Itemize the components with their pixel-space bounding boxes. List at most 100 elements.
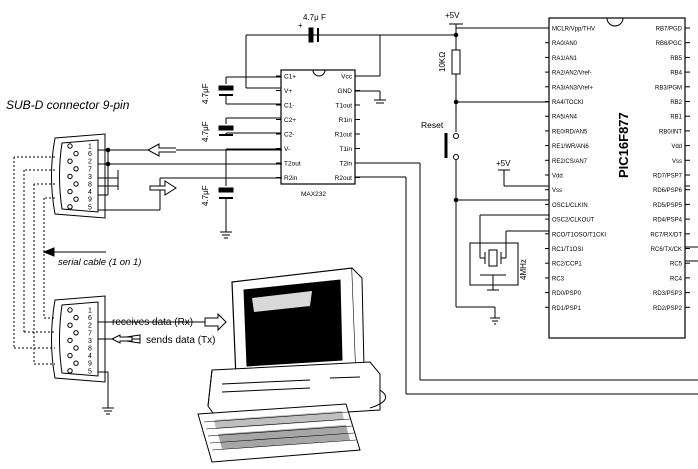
pic-left-pin-label: RC1/T1OSI	[552, 247, 583, 253]
db9-pin	[73, 181, 79, 187]
max232-left-pin-label: V-	[284, 146, 290, 153]
db9-pin	[67, 188, 73, 195]
max232-right-pin-label: R1out	[335, 132, 353, 139]
pic-right-pin-label: RC7/RX/DT	[650, 232, 682, 238]
subd-label: SUB-D connector 9-pin	[6, 98, 130, 112]
max232-right-pin-label: T1out	[335, 103, 352, 110]
pic-left-pin-label: RA1/AN1	[552, 56, 578, 62]
max232-left-pin-label: V+	[284, 88, 292, 95]
db9-pin-label: 8	[88, 346, 92, 353]
pic-left-pin-label: RD0/PSP0	[552, 291, 582, 297]
db9-pin	[73, 314, 79, 321]
pic-right-pins: RB7/PGDRB6/PGCRB5RB4RB3/PGMRB2RB1RB0/INT…	[650, 27, 690, 312]
pic-left-pin-label: RA2/AN2/Vref-	[552, 71, 591, 77]
serial-cable-arrow	[42, 247, 106, 257]
resistor-label: 10KΩ	[438, 52, 447, 72]
max232-right-pin-label: GND	[338, 88, 353, 95]
pic-right-pin-label: RB3/PGM	[655, 85, 682, 91]
pic-left-pin-label: RE0/RD/AN5	[552, 129, 588, 135]
db9-pin-label: 6	[88, 151, 92, 158]
max232-right-pin-label: Vcc	[341, 74, 353, 81]
computer	[197, 267, 387, 463]
max232-left-pin-label: C1+	[284, 74, 296, 81]
pic-right-pin-label: RB7/PGD	[656, 27, 683, 33]
pic-right-pin-label: RC5	[670, 262, 683, 268]
db9-pin	[73, 345, 79, 351]
max232-right-pin-label: T2in	[339, 161, 352, 168]
serial-cable	[13, 156, 55, 365]
db9-pin-label: 6	[88, 315, 92, 322]
pic-right-pin-label: RB6/PGC	[656, 41, 683, 47]
pic-left-pin-label: RC3	[552, 276, 565, 282]
db9-pin-label: 2	[88, 159, 92, 166]
max232-name: MAX232	[301, 191, 326, 198]
cap-1-label: 4.7μF	[201, 83, 210, 104]
max232-right-pin-label: R1in	[339, 117, 353, 124]
pic-right-pin-label: RB4	[670, 71, 682, 77]
db9-pin-label: 9	[88, 361, 92, 368]
db9-pin	[73, 196, 79, 202]
db9-pin	[67, 322, 73, 328]
sends-label: sends data (Tx)	[146, 335, 215, 346]
max232-left-pin-label: T2out	[284, 161, 301, 168]
pic-right-pin-label: RB5	[670, 56, 682, 62]
db9-pin	[67, 352, 73, 359]
pic-right-pin-label: RD2/PSP2	[653, 306, 683, 312]
db9-pin	[73, 360, 79, 366]
pic-left-pin-label: MCLR/Vpp/THV	[552, 27, 595, 33]
db9-pin-label: 1	[88, 308, 92, 315]
max232-left-pin-label: C2-	[284, 132, 294, 139]
max232-caps: 4.7μ F + 4.7μF 4.7μF 4.7μF	[201, 13, 386, 239]
db9-pin-label: 4	[88, 189, 92, 196]
pic-right-pin-label: RB2	[670, 100, 682, 106]
pic-left-pin-label: RCO/T1OSO/T1CKI	[552, 232, 606, 238]
db9-pin-label: 7	[88, 166, 92, 173]
crystal-label: 4MHz	[519, 259, 528, 280]
db9-pin-label: 4	[88, 353, 92, 360]
pic-left-pin-label: RA3/AN3/Vref+	[552, 85, 593, 91]
pic-left-pin-label: RC2/CCP1	[552, 262, 582, 268]
max232-left-pin-label: R2in	[284, 175, 298, 182]
pic-name: PIC16F877	[616, 112, 631, 178]
receives-label: receives data (Rx)	[112, 317, 193, 328]
pic-left-pin-label: RA0/AN0	[552, 41, 578, 47]
pic-left-pin-label: OSC2/CLKOUT	[552, 218, 595, 224]
db9-pin-label: 1	[88, 144, 92, 151]
pic-right-pin-label: RB0/INT	[659, 129, 682, 135]
crystal: 4MHz	[469, 214, 549, 291]
db9-pin	[67, 143, 73, 149]
pic-left-pin-label: RE1/WR/AN6	[552, 144, 589, 150]
pic-right-pin-label: Vss	[672, 159, 682, 165]
db9-pin-label: 8	[88, 182, 92, 189]
db9-pin	[67, 158, 73, 164]
db9-pin	[67, 204, 73, 210]
serial-cable-label: serial cable (1 on 1)	[58, 257, 141, 268]
max232-right-pin-label: T1in	[339, 146, 352, 153]
pic-left-pin-label: RA5/AN4	[552, 115, 578, 121]
pic-right-pin-label: RD6/PSP6	[653, 188, 683, 194]
db9-pin-label: 9	[88, 197, 92, 204]
db9-pin	[73, 166, 79, 172]
db9-pin	[67, 173, 73, 180]
max232-left-pin-label: C1-	[284, 103, 294, 110]
pic-right-pin-label: RD4/PSP4	[653, 218, 683, 224]
pic-right-pin-label: Vdd	[671, 144, 682, 150]
pic-right-pin-label: RD3/PSP3	[653, 291, 683, 297]
db9-pin-label: 2	[88, 323, 92, 330]
db9-pin	[73, 330, 79, 336]
db9-pin	[73, 150, 79, 157]
db9-pin-label: 3	[88, 174, 92, 181]
pic-left-pin-label: RA4/TOCKI	[552, 100, 584, 106]
cap-3-label: 4.7μF	[201, 185, 210, 206]
max232-right-pin-label: R2out	[335, 175, 353, 182]
pic-right-pin-label: RC6/TX/CK	[651, 247, 682, 253]
pic-left-pin-label: Vss	[552, 188, 562, 194]
power-network: +5V 10KΩ Reset +5V	[245, 11, 690, 325]
